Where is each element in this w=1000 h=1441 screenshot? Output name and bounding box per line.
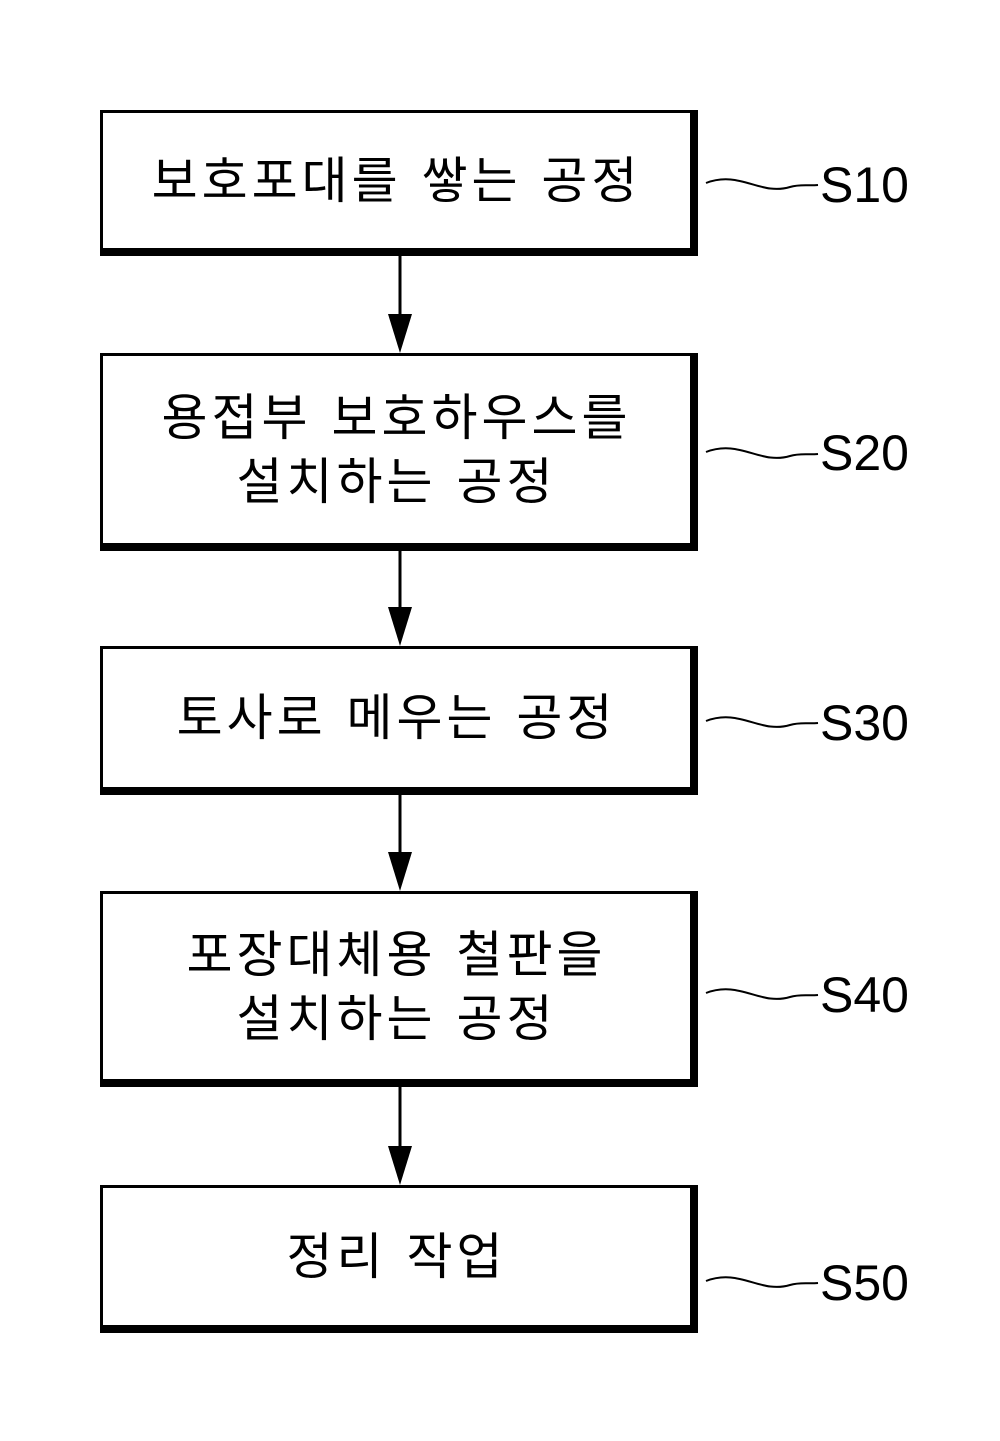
arrow-s40-s50	[388, 1087, 412, 1185]
step-text-s50: 정리 작업	[287, 1225, 507, 1289]
arrow-s30-s40	[388, 795, 412, 891]
arrow-s10-s20	[388, 256, 412, 353]
step-text-s20: 용접부 보호하우스를 설치하는 공정	[162, 386, 632, 514]
step-line: 용접부 보호하우스를	[162, 386, 632, 450]
step-box-s50: 정리 작업	[100, 1185, 698, 1333]
leader-s50	[706, 1277, 818, 1287]
leader-s40	[706, 989, 818, 999]
step-label-s20: S20	[820, 428, 909, 478]
step-box-s40: 포장대체용 철판을 설치하는 공정	[100, 891, 698, 1087]
step-label-s40: S40	[820, 970, 909, 1020]
step-line: 설치하는 공정	[162, 450, 632, 514]
leader-s10	[706, 179, 818, 189]
leader-s20	[706, 448, 818, 458]
step-line: 포장대체용 철판을	[187, 923, 607, 987]
leader-s30	[706, 717, 818, 727]
step-box-s10: 보호포대를 쌓는 공정	[100, 110, 698, 256]
step-line: 보호포대를 쌓는 공정	[152, 149, 642, 213]
step-line: 설치하는 공정	[187, 987, 607, 1051]
step-line: 토사로 메우는 공정	[177, 686, 617, 750]
step-label-s30: S30	[820, 698, 909, 748]
step-label-s50: S50	[820, 1258, 909, 1308]
step-line: 정리 작업	[287, 1225, 507, 1289]
arrow-s20-s30	[388, 551, 412, 646]
step-box-s30: 토사로 메우는 공정	[100, 646, 698, 795]
step-text-s40: 포장대체용 철판을 설치하는 공정	[187, 923, 607, 1051]
step-text-s30: 토사로 메우는 공정	[177, 686, 617, 750]
step-box-s20: 용접부 보호하우스를 설치하는 공정	[100, 353, 698, 551]
step-label-s10: S10	[820, 160, 909, 210]
step-text-s10: 보호포대를 쌓는 공정	[152, 149, 642, 213]
